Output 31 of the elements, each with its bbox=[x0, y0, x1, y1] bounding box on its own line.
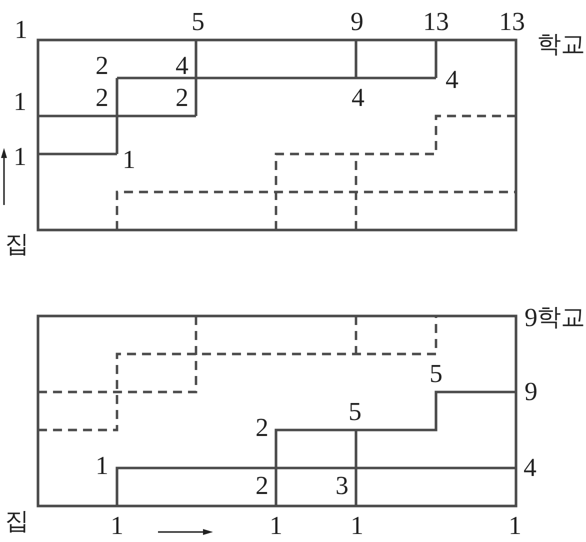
path-count-number: 2 bbox=[96, 53, 108, 79]
path-count-number: 2 bbox=[96, 85, 108, 111]
path-count-number: 4 bbox=[176, 53, 188, 79]
path-count-number: 1 bbox=[508, 513, 522, 539]
path-count-number: 2 bbox=[176, 85, 188, 111]
path-count-number: 9 bbox=[350, 9, 364, 35]
path-count-number: 5 bbox=[348, 399, 362, 425]
path-count-number: 9 bbox=[524, 379, 538, 405]
home-label: 집 bbox=[5, 510, 29, 534]
school-label: 학교 bbox=[537, 306, 585, 330]
path-count-number: 1 bbox=[122, 147, 136, 173]
path-count-number: 1 bbox=[96, 453, 108, 479]
path-count-number: 1 bbox=[14, 89, 26, 115]
path-count-number: 1 bbox=[270, 513, 282, 539]
path-count-number: 9 bbox=[524, 305, 538, 331]
school-label: 학교 bbox=[537, 33, 585, 57]
path-count-number: 2 bbox=[256, 415, 268, 441]
path-count-number: 13 bbox=[423, 9, 449, 35]
path-count-number: 1 bbox=[350, 513, 364, 539]
path-count-number: 4 bbox=[524, 455, 536, 481]
path-count-number: 2 bbox=[256, 473, 268, 499]
path-count-number: 1 bbox=[14, 144, 26, 170]
path-count-number: 1 bbox=[14, 17, 28, 43]
path-count-number: 4 bbox=[352, 85, 364, 111]
path-count-number: 13 bbox=[499, 9, 525, 35]
path-count-number: 4 bbox=[446, 67, 458, 93]
path-count-number: 5 bbox=[192, 9, 204, 35]
home-label: 집 bbox=[5, 233, 29, 257]
path-count-number: 5 bbox=[430, 361, 442, 387]
path-count-number: 3 bbox=[336, 473, 348, 499]
path-count-number: 1 bbox=[110, 513, 124, 539]
